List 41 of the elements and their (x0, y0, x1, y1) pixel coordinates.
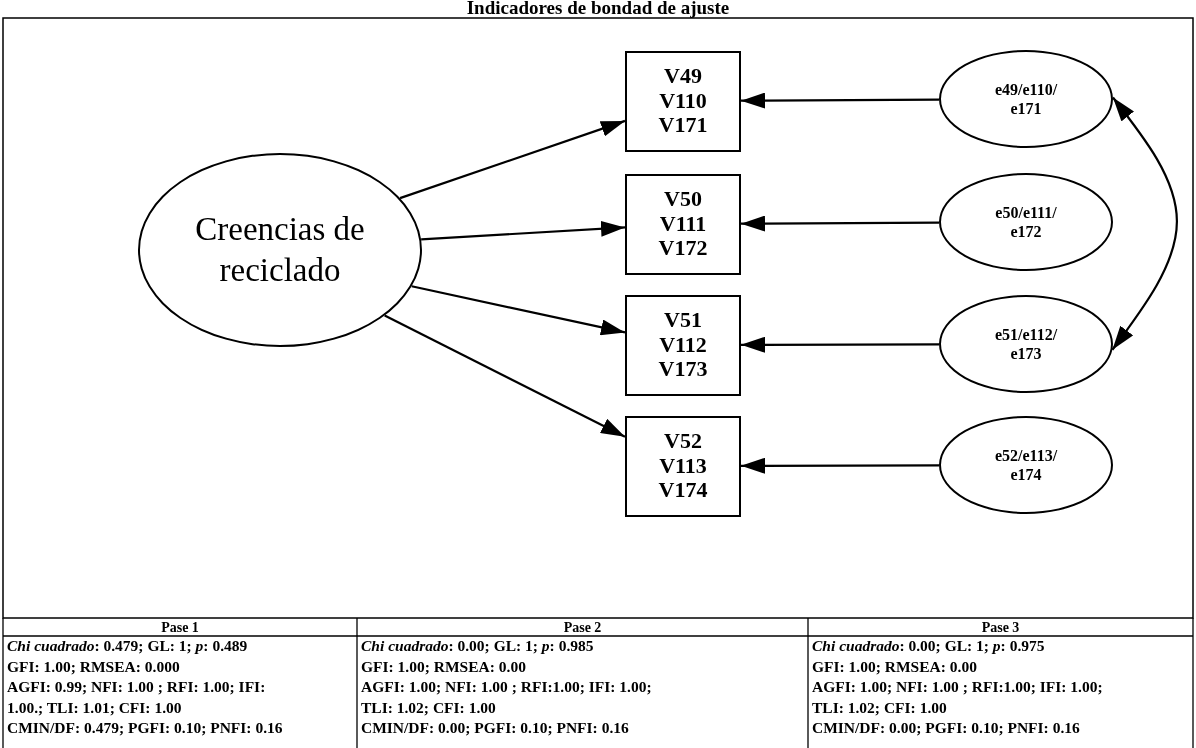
table-text: GFI: 1.00; RMSEA: 0.00 (812, 656, 977, 677)
table-text: CMIN/DF: 0.00; PGFI: 0.10; PNFI: 0.16 (812, 718, 1080, 738)
double-headed-arrow (1111, 96, 1178, 351)
column-header: Pase 2 (562, 618, 603, 637)
table-text: Chi cuadrado: 0.00; GL: 1; p: 0.985 (361, 636, 594, 656)
node-label: V49 V110 V171 (657, 64, 709, 138)
table-text: GFI: 1.00; RMSEA: 0.000 (7, 656, 180, 677)
table-text: CMIN/DF: 0.479; PGFI: 0.10; PNFI: 0.16 (7, 718, 283, 738)
table-text: Chi cuadrado: 0.479; GL: 1; p: 0.489 (7, 636, 248, 656)
diagram-title: Indicadores de bondad de ajuste (465, 0, 731, 20)
node-label: V52 V113 V174 (657, 429, 709, 503)
column-header: Pase 1 (160, 618, 200, 637)
observed-variable-box (625, 294, 741, 396)
arrow (741, 92, 939, 109)
table-text: TLI: 1.02; CFI: 1.00 (361, 697, 496, 718)
node-label: e52/e113/ e174 (993, 445, 1059, 485)
node-label: e49/e110/ e171 (993, 79, 1059, 119)
node-label: V51 V112 V173 (657, 308, 709, 382)
table-text: AGFI: 1.00; NFI: 1.00 ; RFI:1.00; IFI: 1.00; (361, 677, 652, 697)
arrow (421, 220, 626, 241)
observed-variable-box (625, 173, 741, 275)
column-header: Pase 3 (980, 618, 1021, 637)
arrow (399, 119, 626, 200)
arrow (741, 457, 939, 474)
node-label: e50/e111/ e172 (994, 202, 1058, 242)
node-label: e51/e112/ e173 (993, 324, 1059, 364)
node-label: Creencias de reciclado (194, 209, 366, 290)
table-text: CMIN/DF: 0.00; PGFI: 0.10; PNFI: 0.16 (361, 718, 629, 738)
observed-variable-box (625, 50, 741, 152)
arrow (741, 336, 939, 353)
observed-variable-box (625, 415, 741, 517)
arrow (384, 314, 626, 438)
table-text: 1.00.; TLI: 1.01; CFI: 1.00 (7, 697, 182, 718)
table-text: TLI: 1.02; CFI: 1.00 (812, 697, 947, 718)
table-text: AGFI: 0.99; NFI: 1.00 ; RFI: 1.00; IFI: (7, 677, 266, 697)
table-text: AGFI: 1.00; NFI: 1.00 ; RFI:1.00; IFI: 1.00; (812, 677, 1103, 697)
table-text: GFI: 1.00; RMSEA: 0.00 (361, 656, 526, 677)
arrow (411, 285, 626, 336)
table-text: Chi cuadrado: 0.00; GL: 1; p: 0.975 (812, 636, 1045, 656)
arrow (741, 215, 939, 232)
node-label: V50 V111 V172 (657, 187, 709, 261)
